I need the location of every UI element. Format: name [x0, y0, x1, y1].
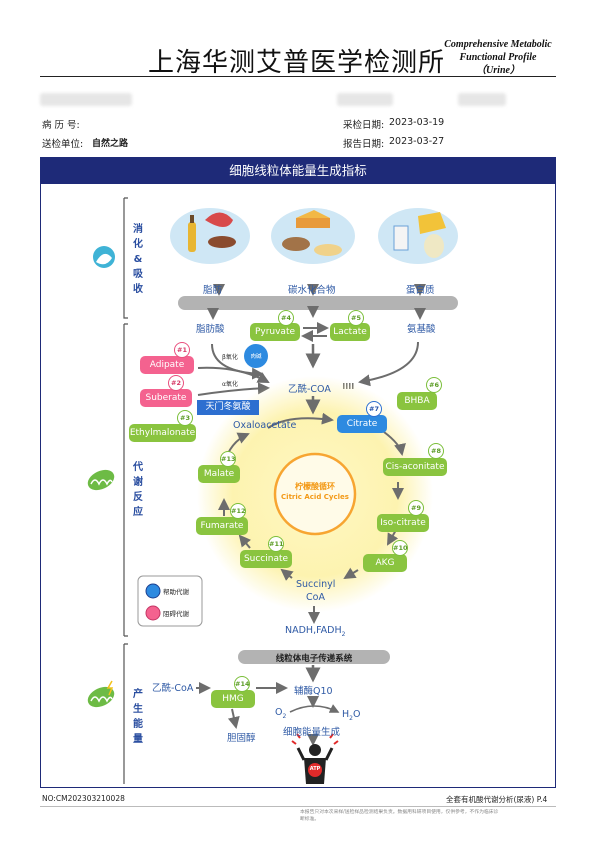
- bracket-digest: [123, 197, 128, 319]
- tca-title-en: Citric Acid Cycles: [281, 493, 349, 501]
- bracket-energy: [123, 643, 128, 784]
- carnitine-circle: [244, 344, 268, 368]
- nutrient-bar: [178, 296, 458, 310]
- citrate-badge: #7: [366, 401, 382, 417]
- ethylmalonate-badge: #3: [177, 410, 193, 426]
- atp-figure: [291, 733, 339, 784]
- cis-aconitate-node: Cis-aconitate: [383, 458, 447, 476]
- iso-citrate-badge: #9: [408, 500, 424, 516]
- hmg-node: HMG: [211, 690, 255, 708]
- bhba-node: BHBA: [397, 392, 437, 410]
- adipate-node: Adipate: [140, 356, 194, 374]
- report-number: NO:CM202303210028: [42, 794, 125, 803]
- succinate-badge: #11: [268, 536, 284, 552]
- report-date: 2023-03-27: [389, 136, 445, 147]
- adipate-badge: #1: [174, 342, 190, 358]
- citrate-node: Citrate: [337, 415, 387, 433]
- report-title-line-1: Comprehensive Metabolic: [444, 39, 552, 50]
- fatty-acid-label: 脂肪酸: [196, 324, 225, 335]
- akg-badge: #10: [392, 540, 408, 556]
- report-title-line-3: （Urine）: [476, 65, 520, 76]
- redacted-gender: [337, 93, 393, 106]
- cis-aconitate-badge: #8: [428, 443, 444, 459]
- suberate-node: Suberate: [140, 389, 192, 407]
- lab-title: 上海华测艾普医学检测所: [148, 48, 446, 78]
- coa-label: CoA: [306, 592, 325, 603]
- report-title-en: Comprehensive Metabolic Functional Profi…: [432, 38, 564, 77]
- fat-label: 脂肪: [203, 285, 223, 296]
- digest-icon: [93, 246, 115, 268]
- aspartate-tag: 天门冬氨酸: [197, 400, 259, 415]
- legend-help-label: 帮助代谢: [163, 588, 189, 596]
- section-metab-label: 代谢反应: [133, 462, 143, 518]
- report-label: 报告日期:: [343, 139, 385, 150]
- ethylmalonate-node: Ethylmalonate: [129, 424, 196, 442]
- section-digest-label: 消化&吸收: [133, 224, 143, 295]
- beta-ox-label: β氧化: [222, 354, 238, 361]
- fumarate-node: Fumarate: [196, 517, 248, 535]
- acetyl-coa-label: 乙酰-COA: [288, 384, 331, 395]
- redacted-age: [458, 93, 506, 106]
- atp-label: ATP: [309, 766, 321, 772]
- suberate-badge: #2: [168, 375, 184, 391]
- legend-box: [137, 575, 203, 627]
- protein-food-image: [378, 208, 458, 264]
- succinate-node: Succinate: [240, 550, 292, 568]
- iso-citrate-node: Iso-citrate: [377, 514, 429, 532]
- sender-label: 送检单位:: [42, 139, 84, 150]
- section-banner: 细胞线粒体能量生成指标: [40, 157, 556, 184]
- nadh-label: NADH,FADH2: [285, 625, 346, 638]
- tca-core: [273, 452, 357, 536]
- carnitine-label: 肉碱: [250, 354, 262, 360]
- tca-title-cn: 柠檬酸循环: [295, 482, 335, 491]
- lactate-node: Lactate: [330, 323, 370, 341]
- coq10-label: 辅酶Q10: [294, 686, 333, 697]
- collect-date: 2023-03-19: [389, 117, 445, 128]
- legend-block-label: 阻碍代谢: [163, 610, 189, 618]
- h2o-label: H2O: [342, 709, 361, 722]
- bhba-badge: #6: [426, 377, 442, 393]
- etc-bar: [238, 650, 390, 664]
- malate-node: Malate: [198, 465, 240, 483]
- pyruvate-node: Pyruvate: [250, 323, 300, 341]
- legend-help-dot: [145, 583, 161, 599]
- bracket-metab: [123, 323, 128, 637]
- lactate-badge: #5: [348, 310, 364, 326]
- disclaimer: 本报告只对本次采样/送检样品检测结果负责。数据用科研项目使用，仅供参考，不作为临…: [300, 810, 499, 822]
- pyruvate-badge: #4: [278, 310, 294, 326]
- amino-acid-label: 氨基酸: [407, 324, 436, 335]
- diagram-frame: [40, 184, 556, 788]
- legend-block-dot: [145, 605, 161, 621]
- hmg-badge: #14: [234, 676, 250, 692]
- sender-value: 自然之路: [92, 139, 129, 149]
- redacted-name: [40, 93, 132, 106]
- mitochondria-icon: [87, 469, 115, 491]
- etc-label: 线粒体电子传递系统: [275, 654, 353, 664]
- collect-label: 采检日期:: [343, 120, 385, 131]
- protein-label: 蛋白质: [406, 285, 435, 296]
- footer-rule: [40, 806, 556, 807]
- mitochondria-energy-icon: [87, 680, 115, 708]
- o2-label: O2: [275, 707, 287, 720]
- acetyl-coa-2-label: 乙酰-CoA: [152, 683, 194, 694]
- akg-node: AKG: [363, 554, 407, 572]
- malate-badge: #13: [220, 451, 236, 467]
- alpha-ox-label: α氧化: [222, 381, 238, 388]
- cell-energy-label: 细胞能量生成: [283, 727, 341, 738]
- header-rule: [40, 76, 556, 77]
- cholesterol-label: 胆固醇: [227, 733, 256, 744]
- oxaloacetate-label: Oxaloacetate: [233, 420, 297, 431]
- succinyl-label: Succinyl: [296, 579, 336, 590]
- fat-food-image: [170, 208, 250, 264]
- carb-food-image: [271, 208, 355, 264]
- report-title-line-2: Functional Profile: [459, 52, 537, 63]
- record-label: 病 历 号:: [42, 120, 80, 131]
- section-energy-label: 产生能量: [133, 689, 143, 745]
- fumarate-badge: #12: [230, 503, 246, 519]
- page-label: 全套有机酸代谢分析(尿液) P.4: [446, 795, 548, 804]
- carb-label: 碳水化合物: [288, 285, 336, 296]
